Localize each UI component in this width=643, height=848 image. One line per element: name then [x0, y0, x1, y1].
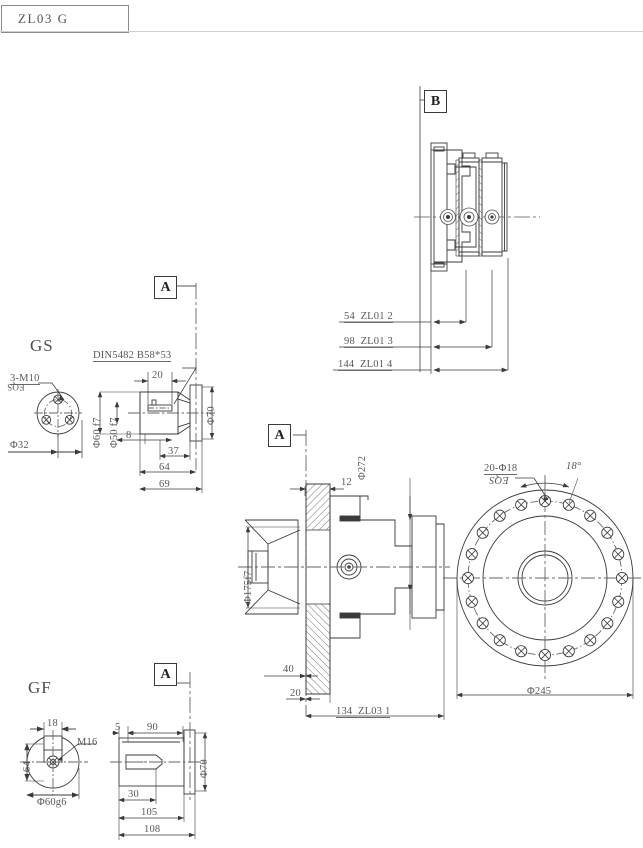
title-block: ZL03 G [1, 5, 129, 33]
gs-dim-64: 64 [159, 462, 170, 473]
gf-dim-90: 90 [147, 722, 158, 733]
gs-bolt-circle-dim: Φ32 [10, 440, 29, 451]
view-title-gs: GS [30, 336, 54, 355]
section-mark-b[interactable]: B [424, 90, 447, 113]
a-flange-dia-dim: Φ272 [357, 455, 368, 480]
gs-spline-spec: DIN5482 B58*53 [93, 350, 172, 362]
gs-dim-37: 37 [168, 446, 179, 457]
b-dim-98: 98 ZL01 3 [344, 336, 393, 348]
view-title-gf: GF [28, 678, 52, 697]
gs-key-length-dim: 20 [152, 370, 163, 381]
section-mark-a-gf[interactable]: A [154, 663, 177, 686]
a-dim-40: 40 [283, 664, 294, 675]
b-dim-54-ref: ZL01 2 [360, 311, 393, 322]
section-mark-a-middle[interactable]: A [268, 424, 291, 447]
section-mark-a-gs-label: A [160, 279, 171, 295]
gf-center-thread-note: M16 [77, 737, 98, 748]
a-overall-value: 134 [336, 706, 353, 717]
drawing-title: ZL03 G [18, 11, 69, 26]
section-mark-a-middle-label: A [274, 427, 285, 443]
gs-dia-50-dim: Φ50 f7 [109, 417, 120, 448]
gs-dia-60-dim: Φ60 f7 [92, 417, 103, 448]
a-overall-ref: ZL03 1 [358, 706, 391, 717]
a-dim-12: 12 [341, 477, 352, 488]
b-dim-54-value: 54 [344, 311, 355, 322]
gf-dim-105: 105 [141, 807, 158, 818]
b-dim-98-ref: ZL01 3 [360, 336, 393, 347]
a-overall-dim: 134 ZL03 1 [336, 706, 391, 718]
gf-dim-5: 5 [115, 722, 121, 733]
b-dim-144: 144 ZL01 4 [338, 359, 393, 371]
title-rule [0, 31, 643, 32]
flange-hole-note: 20-Φ18 [484, 463, 518, 475]
a-bore-dia-dim: Φ175f7 [243, 570, 254, 604]
gf-dim-30: 30 [128, 789, 139, 800]
b-dim-54: 54 ZL01 2 [344, 311, 393, 323]
gs-dim-69: 69 [159, 479, 170, 490]
flange-hole-eqs: EQS [489, 474, 509, 485]
a-dim-20: 20 [290, 688, 301, 699]
flange-pitch-dia-dim: Φ245 [527, 686, 552, 697]
b-dim-98-value: 98 [344, 336, 355, 347]
gf-shaft-dia-dim: Φ60g6 [37, 797, 67, 808]
b-dim-144-value: 144 [338, 359, 355, 370]
gf-key-width-dim: 18 [47, 718, 58, 729]
section-mark-b-label: B [430, 93, 441, 109]
section-mark-a-gf-label: A [160, 666, 171, 682]
gf-dim-108: 108 [144, 824, 161, 835]
gs-dim-8: 8 [126, 430, 132, 441]
gf-dia-outer-dim: Φ70 [199, 759, 210, 778]
b-dim-144-ref: ZL01 4 [360, 359, 393, 370]
gs-thread-note: 3-M10 [10, 373, 40, 385]
section-mark-a-gs[interactable]: A [154, 276, 177, 299]
gf-across-flats-dim: 64 [22, 761, 33, 772]
gs-thread-eqs: EQS [7, 382, 25, 392]
gs-dia-outer-dim: Φ70 [206, 406, 217, 425]
flange-angle-dim: 18° [566, 461, 582, 472]
